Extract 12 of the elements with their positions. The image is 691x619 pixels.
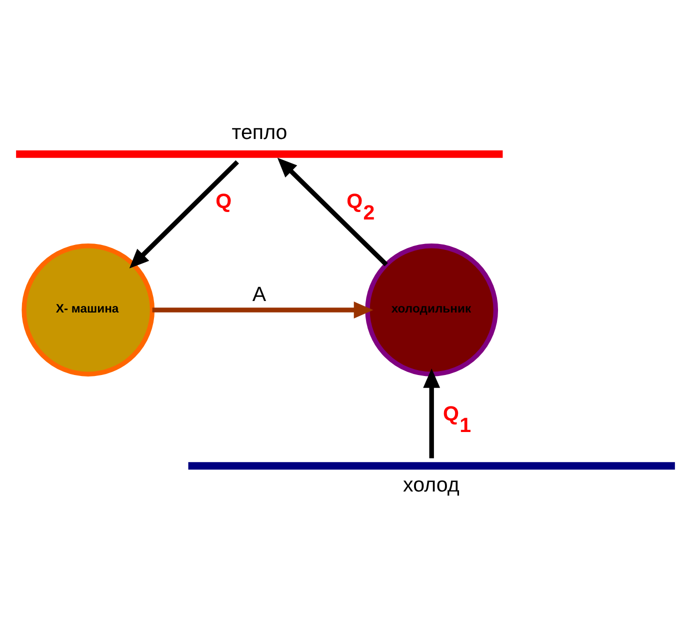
edge-label: A (252, 282, 266, 306)
arrow (277, 157, 388, 266)
node-box (188, 462, 675, 470)
node-label: тепло (232, 120, 288, 144)
arrow (423, 368, 440, 458)
node-circle: X- машина (22, 243, 155, 376)
arrow (129, 160, 239, 268)
node-box (16, 150, 503, 158)
arrow (152, 301, 374, 318)
edge-label: Q (216, 190, 232, 213)
node-circle: холодильник (365, 243, 498, 376)
node-label: холод (403, 473, 460, 496)
